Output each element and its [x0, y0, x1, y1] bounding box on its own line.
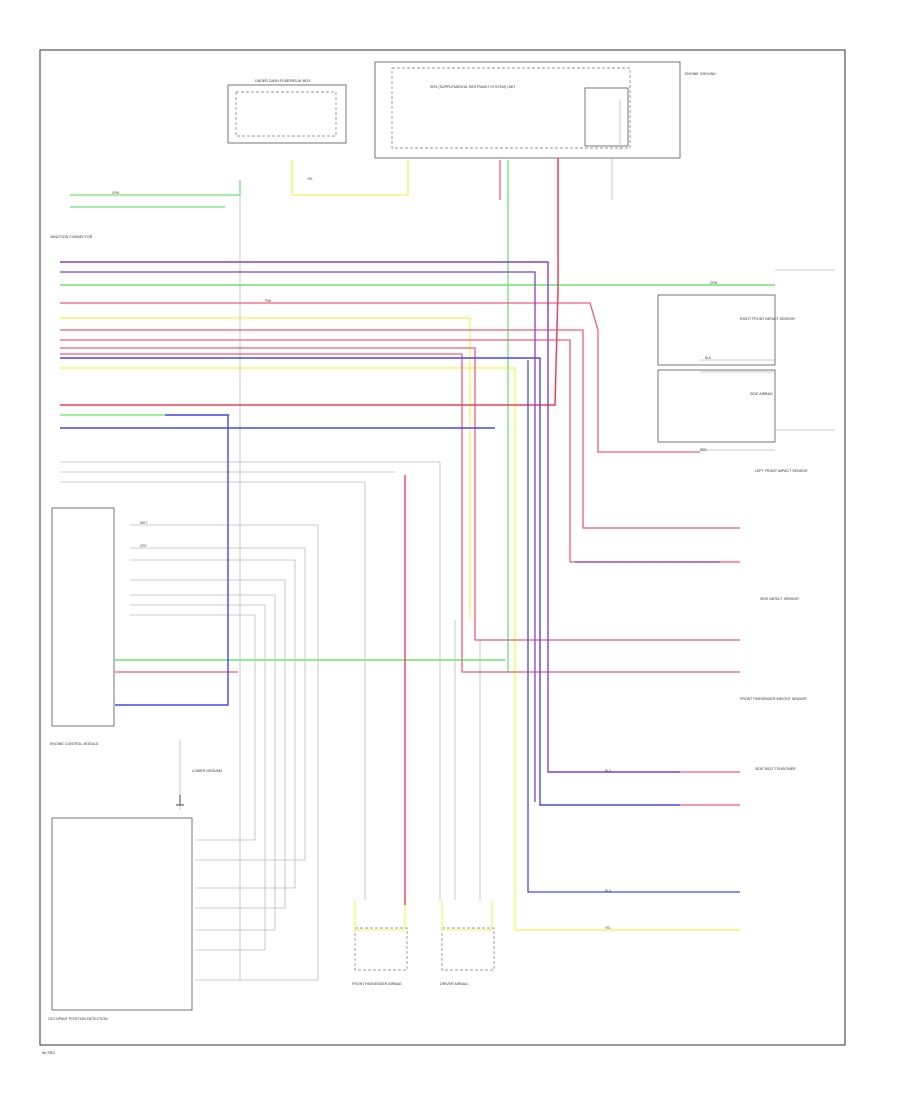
left-modules — [51, 507, 193, 1011]
engine-ground-label: ENGINE GROUND — [685, 72, 716, 76]
red-wires — [60, 158, 740, 905]
red-wire — [60, 329, 740, 529]
footer-label: W/ SRS — [42, 1051, 55, 1055]
red-wire — [60, 353, 740, 673]
control-unit-label: ENGINE CONTROL MODULE — [50, 742, 99, 746]
top-components — [227, 61, 681, 159]
wire-label: BLK — [705, 356, 712, 360]
blue-wires — [60, 357, 740, 893]
front-passenger-airbag-box — [354, 927, 408, 971]
wire-label: RED — [700, 448, 707, 452]
wire-label: GRN — [710, 281, 718, 285]
ground-symbol — [176, 795, 184, 806]
wire-label: BLU — [605, 889, 612, 893]
control-module-box — [51, 507, 115, 727]
srs-unit-box — [374, 61, 681, 159]
fuse-relay-box — [227, 84, 347, 144]
red-wire — [60, 339, 740, 563]
purple-wire — [60, 261, 680, 773]
blue-wire — [60, 357, 680, 806]
yellow-wire — [291, 160, 409, 196]
gray-wire-bundle — [60, 100, 775, 981]
bottom-sensor-a-label: FRONT PASSENGER AIRBAG — [352, 982, 402, 986]
fuse-block-title: UNDER-DASH FUSE/RELAY BOX — [255, 79, 311, 83]
wire-label: YEL — [307, 177, 313, 181]
right-front-impact-sensor — [657, 294, 776, 366]
rear-sensor-label: SIDE IMPACT SENSOR — [760, 597, 799, 601]
yellow-wire — [354, 900, 406, 931]
bottom-sensor-b-label: DRIVER AIRBAG — [440, 982, 468, 986]
side-airbag-label: SIDE AIRBAG — [750, 392, 773, 396]
driver-airbag-box — [441, 927, 495, 971]
srs-unit-label: SRS (SUPPLEMENTAL RESTRAINT SYSTEM) UNIT — [430, 85, 516, 89]
blue-wire — [115, 414, 229, 706]
labels: UNDER-DASH FUSE/RELAY BOX SRS (SUPPLEMEN… — [42, 72, 808, 1055]
srs-subbox — [584, 87, 629, 147]
red-wire — [60, 347, 740, 641]
left-front-sensor-label: LEFT FRONT IMPACT SENSOR — [755, 469, 808, 473]
bottom-sensors — [354, 927, 495, 971]
yellow-wire — [60, 317, 471, 620]
srs-unit-inner — [391, 67, 631, 149]
right-components — [657, 269, 835, 443]
blue-wire — [527, 360, 740, 893]
bottom-left-module-box — [51, 817, 193, 1011]
seat-belt-label: SEAT BELT TENSIONER — [755, 767, 796, 771]
wire-label: YEL — [605, 926, 611, 930]
side-airbag-box — [657, 369, 776, 443]
yellow-wires — [60, 160, 740, 931]
purple-wire — [60, 271, 536, 802]
wire-label: PNK — [265, 299, 272, 303]
bottom-left-module-label: OCCUPANT POSITION DETECTION — [48, 1017, 108, 1021]
purple-wires — [60, 261, 720, 802]
junction-connector-label: JUNCTION CONNECTOR — [50, 235, 93, 239]
ground-note-label: LOWER GROUND — [192, 769, 223, 773]
wire-label: GRY — [140, 544, 148, 548]
wire-label: GRN — [112, 191, 120, 195]
right-front-sensor-label: RIGHT FRONT IMPACT SENSOR — [740, 317, 795, 321]
red-wire — [60, 302, 700, 453]
green-wire — [70, 180, 241, 196]
passenger-sensor-label: FRONT PASSENGER WEIGHT SENSOR — [740, 697, 807, 701]
diagram-border — [39, 49, 846, 1046]
fuse-relay-inner — [235, 91, 337, 137]
yellow-wire — [441, 900, 493, 931]
red-wire — [60, 158, 559, 406]
yellow-wire — [60, 367, 740, 931]
wire-label: BLU — [605, 769, 612, 773]
wire-label: WHT — [140, 521, 147, 525]
